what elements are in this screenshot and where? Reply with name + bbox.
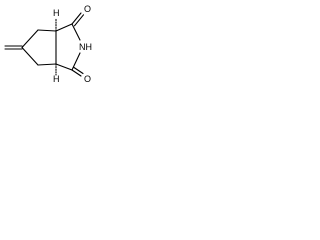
stereo-h-top-label: H [53, 8, 60, 18]
imide-bond-top-n [71, 23, 81, 41]
stereo-h-bottom-label: H [53, 74, 60, 83]
structure-canvas: O NH O H H [0, 0, 98, 83]
ring-bond-c1-top [21, 29, 39, 49]
carbonyl-bottom-2 [73, 66, 84, 75]
ring-bond-bottom-junction [37, 63, 57, 66]
oxygen-bottom-label: O [84, 74, 91, 83]
oxygen-top-label: O [84, 4, 91, 14]
ring-bond-top-junction [37, 29, 57, 32]
molecule-drawing: O NH O H H [4, 4, 92, 83]
carbonyl-top-1 [71, 12, 82, 25]
imide-bond-bottom [55, 63, 73, 71]
ring-bond-c1-bottom [21, 46, 39, 66]
carbonyl-top-2 [73, 14, 85, 27]
nitrogen-label: NH [79, 42, 92, 52]
carbonyl-bottom-1 [71, 69, 82, 77]
imide-bond-top [55, 23, 73, 32]
imide-bond-bottom-n [71, 52, 81, 71]
